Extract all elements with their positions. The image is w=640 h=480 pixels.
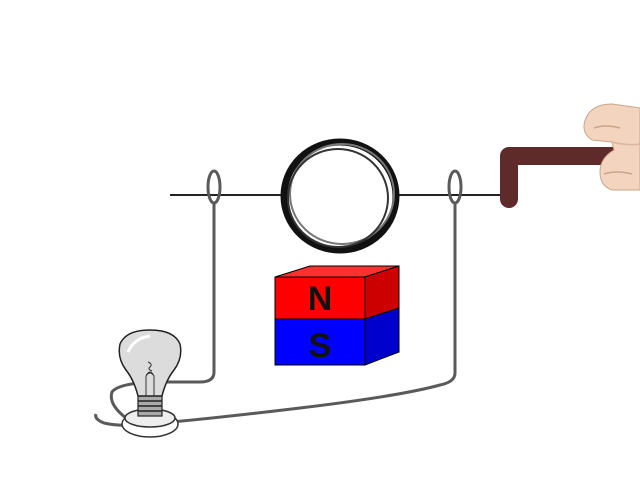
coil-loop-icon (280, 138, 400, 254)
magnet-north (274, 276, 366, 320)
slip-ring-left (206, 169, 222, 205)
magnet-south-side (364, 307, 400, 366)
magnet-south (274, 318, 366, 366)
slip-ring-right (447, 169, 463, 205)
wire-right (94, 203, 457, 427)
crank-handle[interactable] (500, 147, 634, 208)
hand-icon (583, 103, 640, 191)
magnet-north-label: N (308, 280, 333, 318)
bar-magnet-icon: N S (274, 265, 400, 366)
light-bulb-icon (118, 329, 182, 438)
wire-left (109, 203, 216, 420)
magnet-south-label: S (309, 327, 332, 365)
